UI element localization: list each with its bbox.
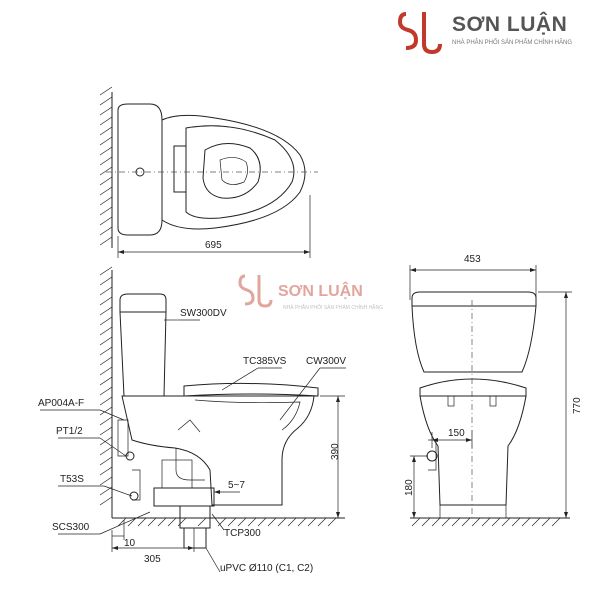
label-connector: PT1/2 [56, 426, 83, 437]
dim-side-wall: 10 [124, 538, 136, 549]
front-view [409, 265, 572, 527]
dim-front-width: 453 [464, 254, 481, 265]
label-outlet: TCP300 [224, 528, 261, 539]
watermark-logo [238, 272, 398, 322]
label-tank: SW300DV [180, 308, 227, 319]
watermark-tagline: NHÀ PHÂN PHỐI SẢN PHẨM CHÍNH HÃNG [283, 305, 384, 311]
watermark-name: SƠN LUẬN [278, 283, 363, 300]
brand-mark-icon [398, 12, 442, 55]
top-view [99, 86, 318, 258]
watermark-mark-icon [238, 274, 273, 308]
label-stop-valve: T53S [60, 474, 84, 485]
dim-front-offset: 150 [448, 428, 465, 439]
brand-tagline: NHÀ PHÂN PHỐI SẢN PHẨM CHÍNH HÃNG [452, 40, 573, 46]
dim-front-height: 770 [572, 397, 583, 414]
dim-side-rough-in: 305 [144, 554, 161, 565]
label-seat: TC385VS [243, 356, 287, 367]
label-pipe: uPVC Ø110 (C1, C2) [220, 563, 313, 574]
label-flange: SCS300 [52, 522, 90, 533]
dim-top-length: 695 [205, 240, 222, 251]
brand-name: SƠN LUẬN [452, 13, 568, 36]
dim-front-floor: 180 [404, 479, 415, 496]
dim-side-gap: 5~7 [228, 480, 245, 491]
side-view [40, 266, 346, 573]
label-bowl: CW300V [306, 356, 346, 367]
brand-logo [398, 8, 598, 56]
dim-side-seat-height: 390 [330, 443, 341, 460]
label-fill-valve: AP004A-F [38, 398, 84, 409]
